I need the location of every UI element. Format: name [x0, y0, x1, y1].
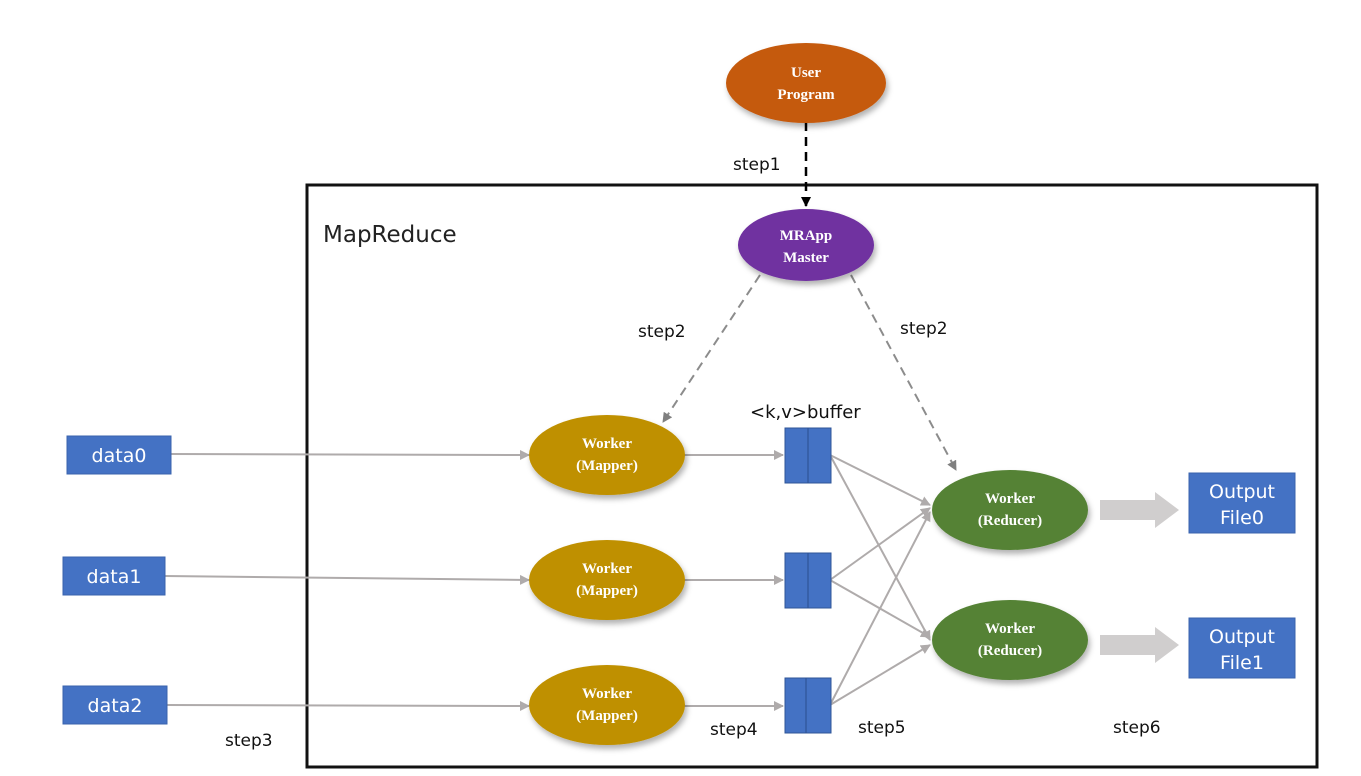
output-box-file0: Output File0: [1188, 472, 1296, 534]
mapper-line1: Worker: [582, 436, 632, 452]
user-program-line1: User: [791, 65, 821, 81]
step4-label: step4: [710, 720, 758, 740]
reducer-line2: (Reducer): [978, 643, 1042, 659]
step2-left-arrow: [662, 274, 761, 423]
buffer-label: <k,v>buffer: [750, 402, 861, 423]
frame-title: MapReduce: [323, 222, 457, 248]
output-line2: File1: [1220, 652, 1264, 674]
input-box-data0: data0: [66, 435, 172, 475]
shuffle-arrow-2-0: [829, 511, 931, 706]
step2-left-label: step2: [638, 322, 686, 342]
step1-label: step1: [733, 155, 781, 175]
master-line2: Master: [783, 250, 829, 266]
reducer-line2: (Reducer): [978, 513, 1042, 529]
input-box-data1: data1: [62, 556, 166, 596]
step5-label: step5: [858, 718, 906, 738]
output-line2: File0: [1220, 507, 1264, 529]
step2-right-arrow: [850, 274, 957, 471]
reducer-line1: Worker: [985, 621, 1035, 637]
reducer-node-0: [932, 470, 1088, 550]
input-label: data1: [87, 566, 142, 588]
step6-label: step6: [1113, 718, 1161, 738]
output-arrow-1: [1100, 627, 1179, 663]
mapper-line1: Worker: [582, 686, 632, 702]
mapper-line2: (Mapper): [576, 583, 638, 599]
shuffle-arrow-0-1: [829, 454, 931, 641]
shuffle-arrow-1-0: [829, 507, 931, 581]
mapper-node-1: [529, 540, 685, 620]
output-box-file1: Output File1: [1188, 617, 1296, 679]
shuffle-arrow-0-0: [829, 454, 931, 506]
input-label: data0: [92, 445, 147, 467]
input-arrow-2: [165, 700, 530, 711]
kv-buffer-0: [784, 427, 832, 484]
kv-buffer-1: [784, 552, 832, 609]
input-arrow-1: [164, 574, 530, 585]
output-line1: Output: [1209, 481, 1275, 503]
step3-label: step3: [225, 731, 273, 751]
mapreduce-frame: [305, 183, 1319, 769]
reducer-line1: Worker: [985, 491, 1035, 507]
mapper-node-2: [529, 665, 685, 745]
shuffle-arrow-2-1: [829, 644, 931, 706]
input-box-data2: data2: [62, 685, 168, 725]
mrapp-master-node: [738, 209, 874, 281]
reducer-node-1: [932, 600, 1088, 680]
user-program-line2: Program: [777, 87, 835, 103]
kv-buffer-2: [784, 677, 832, 734]
user-program-node: [726, 43, 886, 123]
master-line1: MRApp: [780, 228, 833, 244]
step2-right-label: step2: [900, 319, 948, 339]
mapper-line1: Worker: [582, 561, 632, 577]
output-arrow-0: [1100, 492, 1179, 528]
input-label: data2: [88, 695, 143, 717]
mapper-node-0: [529, 415, 685, 495]
input-arrow-0: [170, 449, 530, 460]
mapper-line2: (Mapper): [576, 458, 638, 474]
output-line1: Output: [1209, 626, 1275, 648]
mapper-line2: (Mapper): [576, 708, 638, 724]
